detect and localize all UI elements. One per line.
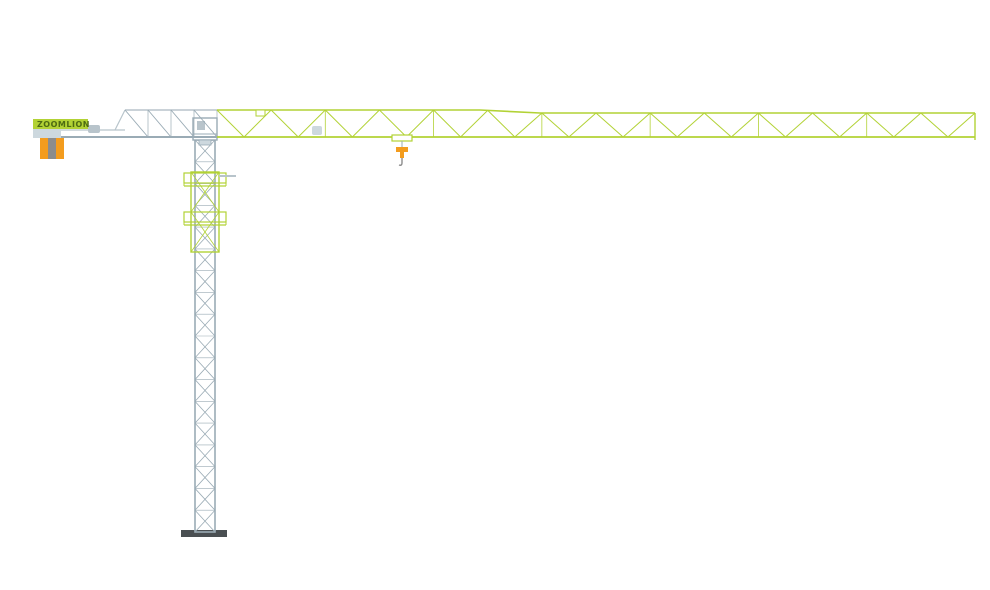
mast-brace	[194, 139, 216, 163]
counter-jib-brace	[124, 109, 149, 138]
jib-brace	[406, 109, 434, 138]
climbing-platforms	[183, 172, 236, 226]
jib-brace	[270, 109, 299, 138]
counter-jib	[40, 109, 218, 138]
counter-jib-brace	[170, 109, 195, 138]
counter-jib-brace	[147, 109, 172, 138]
jib-brace	[947, 112, 976, 138]
jib-brace	[243, 109, 272, 138]
slewing-unit	[192, 117, 218, 146]
mast-brace	[194, 379, 216, 402]
jib-brace	[785, 112, 813, 138]
mast-brace	[194, 313, 216, 337]
trolley-and-hook	[391, 134, 413, 166]
counter-jib-brace	[193, 109, 218, 138]
mast-brace	[194, 357, 216, 380]
platform-lower	[183, 211, 227, 226]
jib-brace	[487, 110, 516, 138]
mast-brace	[194, 422, 216, 446]
mast-brace	[194, 205, 216, 228]
crane-base-footing	[181, 530, 227, 537]
jib-brace	[433, 109, 461, 138]
mast-brace	[194, 488, 216, 511]
jib-brace	[460, 110, 489, 138]
jib-brace	[514, 112, 543, 138]
jib-brace	[839, 112, 868, 138]
jib-brace	[541, 112, 570, 138]
platform-upper	[183, 172, 236, 187]
jib-brace	[324, 109, 353, 138]
jib-brace	[297, 109, 326, 138]
jib-brace	[920, 112, 949, 138]
jib-brace	[866, 112, 895, 138]
jib-brace	[676, 112, 705, 138]
jib-brace	[758, 112, 786, 138]
mast-brace	[194, 292, 216, 315]
jib-brace	[352, 109, 380, 138]
jib-brace	[568, 112, 597, 138]
mast-brace	[194, 270, 216, 293]
mast-brace	[194, 444, 216, 467]
mast-brace	[194, 335, 216, 359]
jib-brace	[379, 109, 407, 138]
jib-brace	[703, 112, 732, 138]
main-jib	[216, 109, 976, 140]
jib-brace	[893, 112, 922, 138]
counterweights: ZOOMLION	[33, 119, 90, 159]
crane-mast	[194, 139, 216, 533]
mast-brace	[194, 226, 216, 250]
mast-brace	[194, 466, 216, 489]
mast-brace	[194, 401, 216, 424]
jib-brace	[731, 112, 759, 138]
jib-brace	[622, 112, 651, 138]
jib-brace	[216, 109, 245, 138]
brand-logo-text: ZOOMLION	[37, 120, 90, 129]
jib-brace	[649, 112, 678, 138]
mast-brace	[194, 509, 216, 533]
jib-brace	[812, 112, 840, 138]
jib-brace	[595, 112, 624, 138]
